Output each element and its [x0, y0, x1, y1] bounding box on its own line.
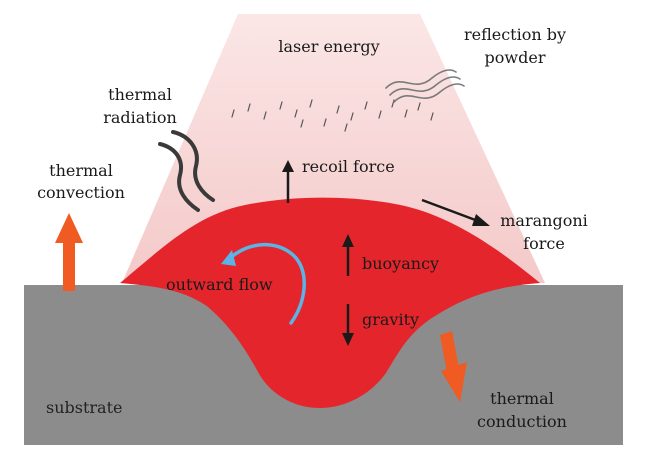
- marangoni-force-arrow: [421, 198, 490, 226]
- thermal-radiation-waves: [158, 130, 215, 212]
- label-conduction-line2: conduction: [477, 412, 567, 431]
- label-marangoni-line1: marangoni: [500, 211, 588, 230]
- label-laser-energy: laser energy: [278, 37, 379, 56]
- recoil-force-arrow: [282, 160, 294, 203]
- label-recoil-force: recoil force: [302, 157, 395, 176]
- conduction-arrow: [440, 331, 467, 402]
- powder-particles: [231, 99, 434, 132]
- label-radiation-line2: radiation: [103, 108, 177, 127]
- buoyancy-arrow: [342, 234, 354, 276]
- label-marangoni-line2: force: [523, 234, 565, 253]
- convection-arrow: [55, 213, 83, 291]
- outward-flow-arrow: [221, 242, 306, 325]
- gravity-arrow: [342, 304, 354, 346]
- label-substrate: substrate: [46, 398, 122, 417]
- melt-pool: [120, 197, 540, 408]
- label-reflection-line2: powder: [485, 48, 546, 67]
- label-outward-flow: outward flow: [166, 275, 273, 294]
- label-convection-line1: thermal: [49, 161, 113, 180]
- label-buoyancy: buoyancy: [362, 254, 439, 273]
- label-reflection-line1: reflection by: [464, 25, 566, 44]
- label-convection-line2: convection: [37, 183, 125, 202]
- label-gravity: gravity: [362, 310, 419, 329]
- reflection-waves: [385, 69, 465, 103]
- label-conduction-line1: thermal: [490, 389, 554, 408]
- label-radiation-line1: thermal: [108, 85, 172, 104]
